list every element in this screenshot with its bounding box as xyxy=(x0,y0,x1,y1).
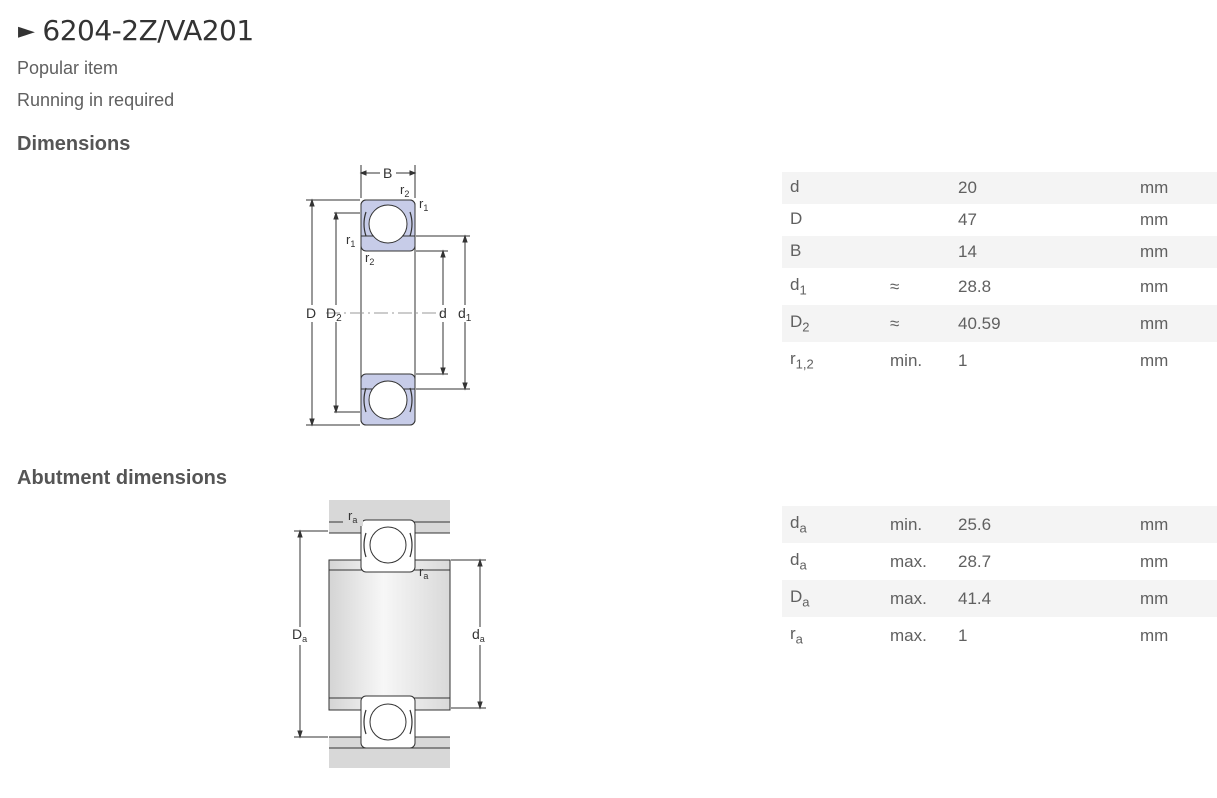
unit-cell: mm xyxy=(1132,305,1217,342)
dim-label-d: d xyxy=(439,305,447,321)
symbol-cell: B xyxy=(782,236,882,268)
abutment-table: da min. 25.6 mm da max. 28.7 mm Da max. … xyxy=(782,506,1217,654)
table-row: D 47 mm xyxy=(782,204,1217,236)
dim-label-B: B xyxy=(383,165,392,181)
value-cell: 41.4 xyxy=(950,580,1132,617)
abut-label-Da: Da xyxy=(292,626,307,644)
table-row: ra max. 1 mm xyxy=(782,617,1217,654)
value-cell: 40.59 xyxy=(950,305,1132,342)
dim-label-r1-left: r1 xyxy=(346,232,355,249)
table-row: D2 ≈ 40.59 mm xyxy=(782,305,1217,342)
symbol-cell: d1 xyxy=(790,275,807,298)
table-row: r1,2 min. 1 mm xyxy=(782,342,1217,379)
bearing-dimensions-drawing: B D D2 d d1 r2 r1 r1 r2 xyxy=(306,165,472,427)
symbol-cell: da xyxy=(790,550,807,573)
qualifier-cell: max. xyxy=(890,551,927,571)
unit-cell: mm xyxy=(1132,236,1217,268)
dim-label-d1: d1 xyxy=(458,305,472,324)
table-row: Da max. 41.4 mm xyxy=(782,580,1217,617)
table-row: da min. 25.6 mm xyxy=(782,506,1217,543)
dim-label-r1-top: r1 xyxy=(419,196,428,213)
value-cell: 47 xyxy=(958,210,977,229)
symbol-cell: r1,2 xyxy=(790,349,814,372)
qualifier-cell: ≈ xyxy=(882,305,950,342)
value-cell: 14 xyxy=(950,236,1132,268)
unit-cell: mm xyxy=(1140,276,1169,296)
qualifier-cell: max. xyxy=(890,625,927,645)
table-row: da max. 28.7 mm xyxy=(782,543,1217,580)
unit-cell: mm xyxy=(1132,506,1217,543)
value-cell: 1 xyxy=(958,350,968,370)
table-row: B 14 mm xyxy=(782,236,1217,268)
dim-label-D2: D2 xyxy=(326,305,342,324)
dim-label-D: D xyxy=(306,305,316,321)
dim-label-r2-bottom: r2 xyxy=(365,250,374,267)
qualifier-cell xyxy=(882,172,950,204)
symbol-cell: Da xyxy=(782,580,882,617)
symbol-cell: D xyxy=(790,208,803,228)
table-row: d 20 mm xyxy=(782,172,1217,204)
dimensions-table: d 20 mm D 47 mm B 14 mm d1 ≈ 28.8 m xyxy=(782,172,1217,379)
dim-label-r2-top: r2 xyxy=(400,182,409,199)
running-in-tag: Running in required xyxy=(17,90,175,110)
symbol-cell: D2 xyxy=(782,305,882,342)
page-title: ► 6204-2Z/VA201 xyxy=(18,14,254,47)
triangle-marker-icon: ► xyxy=(18,19,35,44)
dimensions-heading: Dimensions xyxy=(17,133,131,155)
table-row: d1 ≈ 28.8 mm xyxy=(782,268,1217,305)
abut-label-da: da xyxy=(472,626,485,644)
symbol-cell: ra xyxy=(790,624,803,647)
unit-cell: mm xyxy=(1140,350,1169,370)
qualifier-cell xyxy=(882,236,950,268)
abut-label-ra-side: ra xyxy=(419,564,428,581)
abutment-heading: Abutment dimensions xyxy=(17,467,228,489)
symbol-cell: da xyxy=(782,506,882,543)
value-cell: 20 xyxy=(950,172,1132,204)
value-cell: 25.6 xyxy=(950,506,1132,543)
value-cell: 1 xyxy=(958,625,968,645)
value-cell: 28.8 xyxy=(958,276,992,296)
unit-cell: mm xyxy=(1140,551,1169,571)
abut-label-ra-top: ra xyxy=(348,508,357,525)
value-cell: 28.7 xyxy=(958,551,992,571)
unit-cell: mm xyxy=(1140,625,1169,645)
abutment-dimensions-drawing: ra ra Da da xyxy=(292,500,486,768)
popular-item-tag: Popular item xyxy=(17,58,119,78)
product-designation: 6204-2Z/VA201 xyxy=(42,14,254,47)
qualifier-cell xyxy=(882,204,950,236)
qualifier-cell: max. xyxy=(882,580,950,617)
symbol-cell: d xyxy=(782,172,882,204)
unit-cell: mm xyxy=(1140,210,1169,229)
unit-cell: mm xyxy=(1132,172,1217,204)
qualifier-cell: ≈ xyxy=(890,276,900,296)
unit-cell: mm xyxy=(1132,580,1217,617)
qualifier-cell: min. xyxy=(882,506,950,543)
qualifier-cell: min. xyxy=(890,350,923,370)
